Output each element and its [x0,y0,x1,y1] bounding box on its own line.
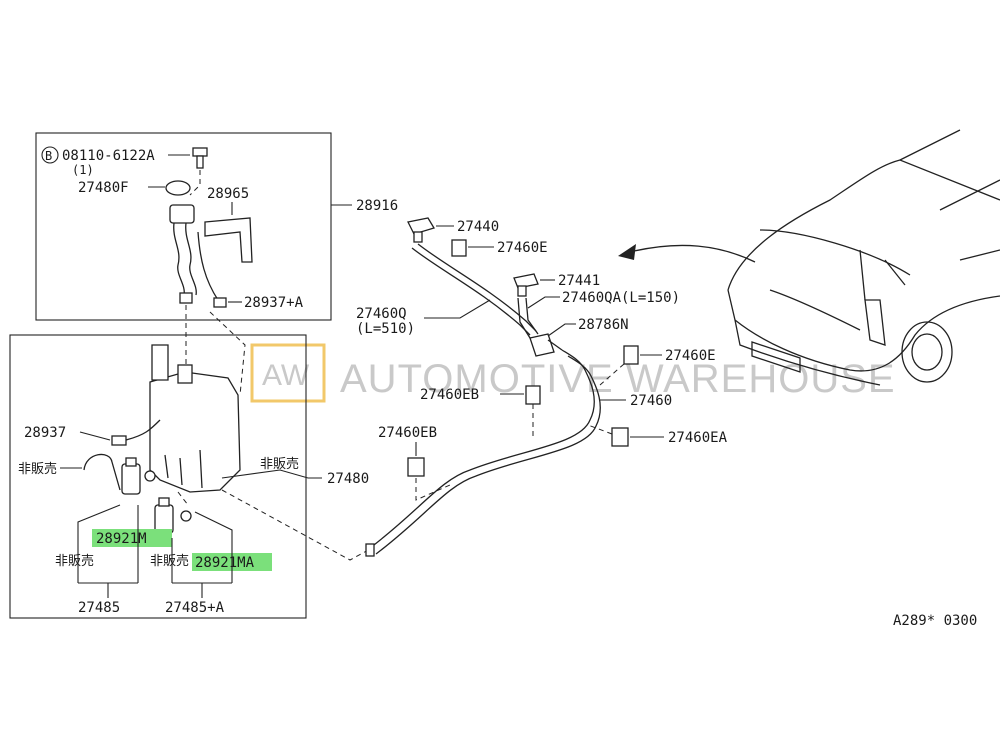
pump-m-callout[interactable]: 28921M [92,529,172,547]
hose-qa-callout[interactable]: 27460QA(L=150) [527,290,680,309]
diagram-code: A289* 0300 [893,613,977,629]
clip-e-right-icon [623,345,639,365]
connector-icon [111,435,127,446]
bolt-circle-icon [41,146,59,164]
connector-a-callout[interactable]: 28937+A [228,295,304,311]
label-bracket: 28965 [207,186,249,202]
label-hose-q: 27460Q [356,306,407,322]
label-hose-q-len: (L=510) [356,321,415,337]
label-pump-ma: 28921MA [195,555,255,571]
hose-loop-icon [83,453,121,491]
label-clip-eb-left: 27460EB [378,425,437,441]
label-bolt: 08110-6122A [62,148,155,164]
label-hose-qa: 27460QA(L=150) [562,290,680,306]
bracket-callout[interactable]: 28965 [207,186,249,215]
label-tank: 27480 [327,471,369,487]
clip-e-top-icon [451,239,467,257]
clip-eb-left-callout[interactable]: 27460EB [378,425,437,456]
nozzle-2-callout[interactable]: 27441 [540,273,600,289]
label-clip-e-right: 27460E [665,348,716,364]
label-cap: 27480F [78,180,129,196]
label-check-valve: 28786N [578,317,629,333]
check-valve-callout[interactable]: 28786N [547,317,629,337]
label-main-hose: 27460 [630,393,672,409]
label-not-for-sale-1: 非販売 [18,461,57,477]
label-connector: 28937 [24,425,66,441]
connector-callout[interactable]: 28937 [24,425,111,441]
clip-eb-mid-icon [525,385,541,405]
car-illustration [727,129,1000,386]
watermark: AW AUTOMOTIVE WAREHOUSE [250,343,896,403]
label-pump-m: 28921M [96,531,147,547]
label-nozzle: 27440 [457,219,499,235]
clip-ea-callout[interactable]: 27460EA [630,430,728,446]
tube-icon [197,231,219,301]
clip-e-right-callout[interactable]: 27460E [640,348,716,364]
nozzle-icon [407,217,435,243]
pump-m-icon [121,457,156,495]
connector-a-icon [213,297,227,308]
hose-assy-callout[interactable]: 28916 [331,198,398,214]
label-not-for-sale-4: 非販売 [150,553,189,569]
label-bolt-qty: (1) [72,163,94,177]
label-clip-ea: 27460EA [668,430,728,446]
hose-q-icon [411,247,531,336]
watermark-name: AUTOMOTIVE WAREHOUSE [340,357,896,401]
clip-eb-mid-callout[interactable]: 27460EB [420,387,524,403]
label-hose-assy: 28916 [356,198,398,214]
label-clip-eb-mid: 27460EB [420,387,479,403]
label-clip-e-top: 27460E [497,240,548,256]
cap-callout[interactable]: 27480F [78,180,165,196]
hose-qa-icon [517,297,531,339]
grommet-a-callout[interactable]: 27485+A [165,600,225,616]
cap-icon [165,180,191,196]
label-connector-a: 28937+A [244,295,304,311]
watermark-logo-frame [250,343,326,403]
check-valve-icon [529,333,563,357]
not-for-sale-1-callout: 非販売 [18,461,82,477]
nozzle-2-icon [513,273,539,297]
label-not-for-sale-2: 非販売 [260,456,299,472]
label-grommet: 27485 [78,600,120,616]
label-grommet-a: 27485+A [165,600,225,616]
washer-tank-icon [149,344,241,493]
upper-assembly-frame [35,132,332,321]
tank-callout[interactable]: 27480 非販売 [221,456,369,487]
watermark-logo-text: AW [262,359,310,392]
clip-eb-left-icon [407,457,425,477]
lower-assembly-frame [9,334,307,619]
clip-ea-icon [611,427,629,447]
bracket-icon [204,217,253,263]
pump-ma-icon [154,497,192,534]
bolt-circle-letter: B [45,149,52,163]
clip-e-top-callout[interactable]: 27460E [468,240,548,256]
pump-m-highlight [92,529,172,547]
grommet-callout[interactable]: 27485 [78,600,120,616]
bolt-icon [192,147,208,169]
main-hose-callout[interactable]: 27460 [600,393,672,409]
label-nozzle-2: 27441 [558,273,600,289]
label-not-for-sale-3: 非販売 [55,553,94,569]
filler-neck-icon [169,204,197,304]
nozzle-callout[interactable]: 27440 [436,219,499,235]
hose-q-callout[interactable]: 27460Q (L=510) [356,299,491,337]
bolt-callout[interactable]: B 08110-6122A (1) [41,146,190,177]
arrow-icon [618,244,756,263]
